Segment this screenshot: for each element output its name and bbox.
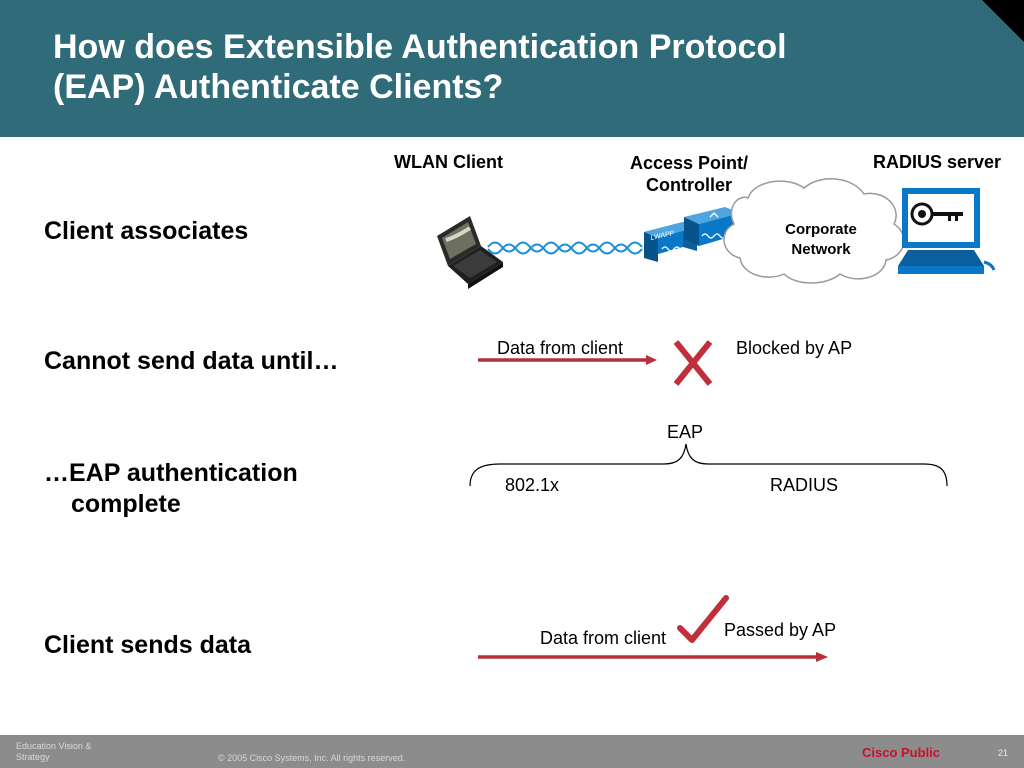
wireless-signal-icon <box>487 241 643 255</box>
radius-label: RADIUS <box>770 475 839 495</box>
step-eap-complete: …EAP authentication complete <box>44 458 298 520</box>
blocked-data-arrow <box>478 355 657 365</box>
passed-data-label: Data from client <box>540 628 667 648</box>
wlan-client-label: WLAN Client <box>394 152 503 172</box>
access-point-icon: LWAPP <box>644 207 740 262</box>
footer-course: Education Vision & Strategy <box>16 741 126 763</box>
step-client-associates: Client associates <box>44 217 249 245</box>
step-eap-line-2: complete <box>71 490 181 518</box>
footer-course-line-2: Strategy <box>16 752 50 762</box>
footer-bar: Education Vision & Strategy © 2005 Cisco… <box>0 735 1024 768</box>
x-mark-icon <box>673 340 713 386</box>
passed-data-arrow <box>478 652 828 662</box>
step-cannot-send: Cannot send data until… <box>44 347 339 375</box>
access-point-label-line-1: Access Point/ <box>629 153 749 173</box>
access-point-label: Access Point/ Controller <box>604 152 774 196</box>
blocked-data-label: Data from client <box>497 338 624 358</box>
cloud-icon <box>723 178 905 284</box>
ap-device-label: LWAPP <box>650 230 675 242</box>
corner-accent <box>982 0 1024 42</box>
dot1x-label: 802.1x <box>505 475 560 495</box>
footer-course-line-1: Education Vision & <box>16 741 92 751</box>
laptop-icon <box>437 216 503 289</box>
title-line-2: (EAP) Authenticate Clients? <box>53 68 504 106</box>
server-key-icon <box>898 188 996 274</box>
corporate-label-line-1: Corporate <box>785 221 857 238</box>
page-number: 21 <box>998 748 1009 758</box>
step-client-sends: Client sends data <box>44 631 251 659</box>
footer-classification: Cisco Public <box>862 745 941 760</box>
eap-label: EAP <box>667 422 704 442</box>
access-point-label-line-2: Controller <box>645 175 732 195</box>
blocked-status-label: Blocked by AP <box>736 338 853 358</box>
eap-brace <box>469 443 948 487</box>
passed-status-label: Passed by AP <box>724 620 837 640</box>
footer-copyright: © 2005 Cisco Systems, Inc. All rights re… <box>218 753 406 763</box>
check-mark-icon <box>677 595 729 643</box>
title-bar: How does Extensible Authentication Proto… <box>0 0 1024 137</box>
corporate-label-line-2: Network <box>791 241 851 258</box>
radius-server-label: RADIUS server <box>873 152 1002 172</box>
title-line-1: How does Extensible Authentication Proto… <box>53 28 787 66</box>
slide-title: How does Extensible Authentication Proto… <box>53 27 953 107</box>
corporate-network-label: Corporate Network <box>766 220 876 260</box>
step-eap-line-1: …EAP authentication <box>44 459 298 487</box>
